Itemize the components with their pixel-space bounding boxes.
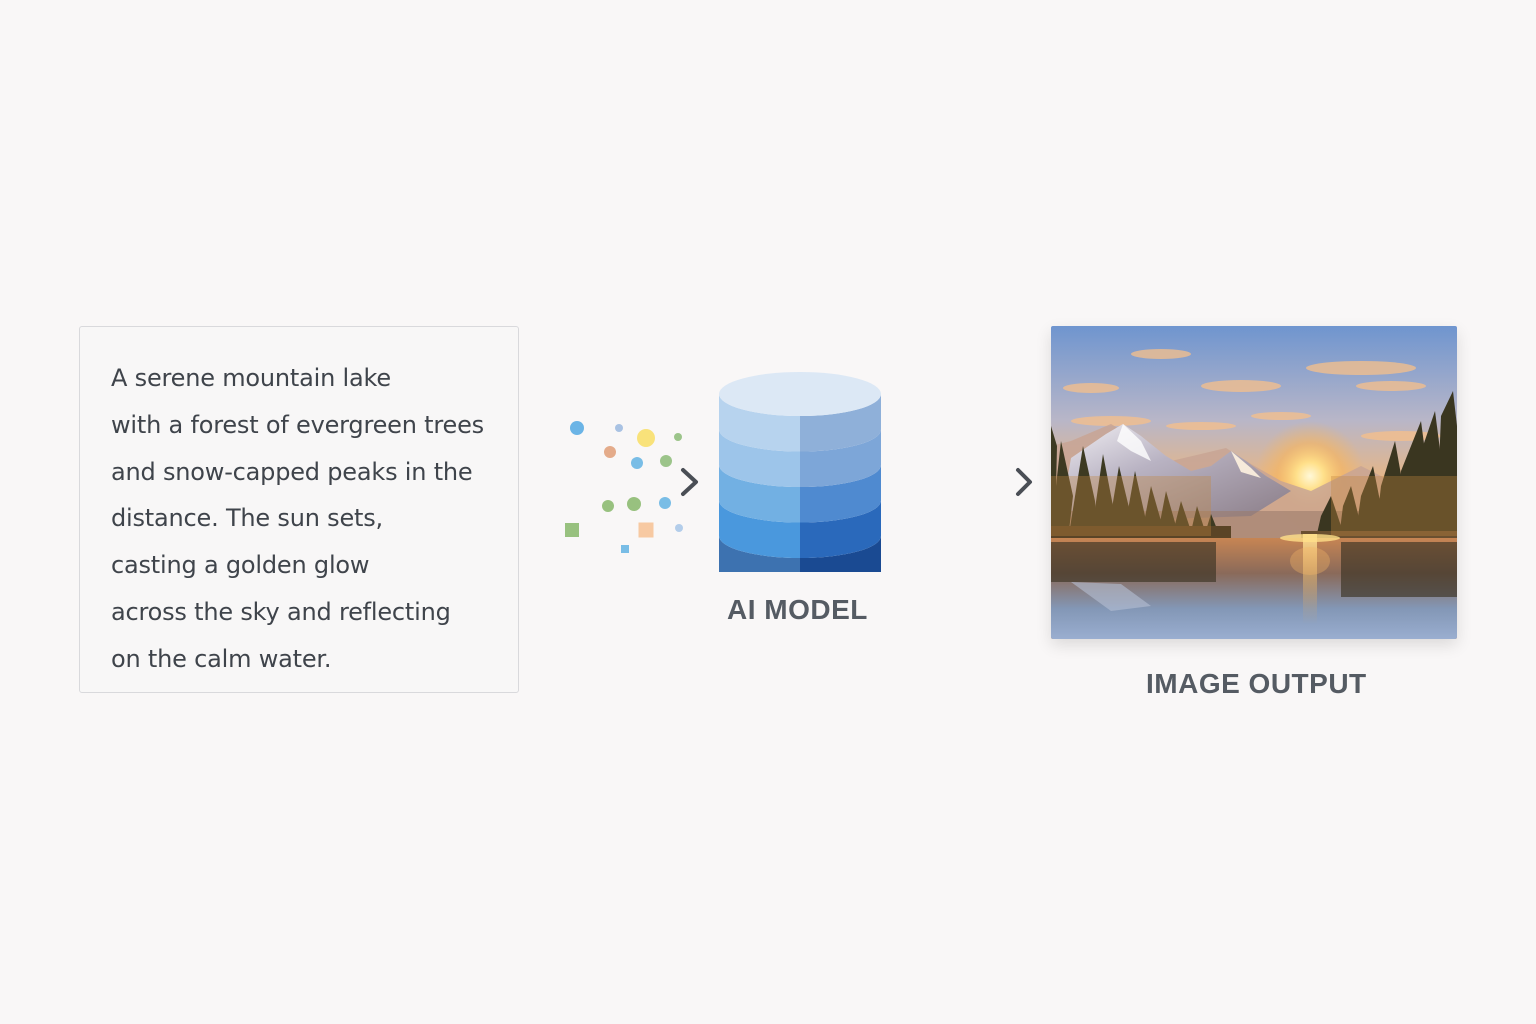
particle-circle — [602, 500, 614, 512]
mountain-lake-sunset-image — [1051, 326, 1457, 639]
particle-circle — [570, 421, 584, 435]
particle-square — [621, 545, 629, 553]
prompt-line: and snow-capped peaks in the — [111, 449, 498, 496]
prompt-line: on the calm water. — [111, 636, 498, 683]
particle-circle — [604, 446, 616, 458]
ai-model-label: AI MODEL — [727, 594, 868, 626]
particle-square — [565, 523, 579, 537]
prompt-line: across the sky and reflecting — [111, 589, 498, 636]
arrow-right-icon — [884, 466, 1036, 498]
arrow-right-icon — [520, 466, 702, 498]
particle-circle — [674, 433, 682, 441]
particle-circle — [615, 424, 623, 432]
particle-circle — [627, 497, 641, 511]
prompt-line: distance. The sun sets, — [111, 495, 498, 542]
output-image — [1051, 326, 1457, 639]
particle-square — [639, 523, 654, 538]
particle-circle — [637, 429, 655, 447]
prompt-line: with a forest of evergreen trees — [111, 402, 498, 449]
prompt-line: casting a golden glow — [111, 542, 498, 589]
particle-circle — [675, 524, 683, 532]
prompt-line: A serene mountain lake — [111, 355, 498, 402]
database-cylinder-icon — [718, 370, 882, 572]
image-output-label: IMAGE OUTPUT — [1146, 668, 1367, 700]
particle-circle — [659, 497, 671, 509]
prompt-text-box: A serene mountain lake with a forest of … — [79, 326, 519, 693]
